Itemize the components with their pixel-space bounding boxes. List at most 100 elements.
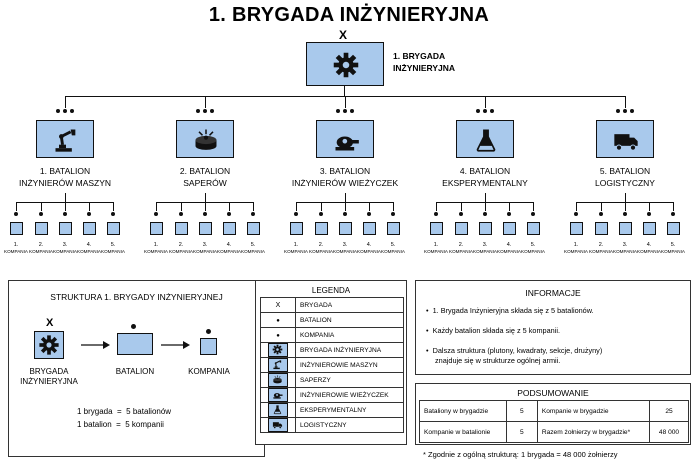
battalion-label-line1: 4. BATALION	[459, 166, 511, 176]
connector	[296, 202, 393, 203]
brigade-label: 1. BRYGADA INŻYNIERYJNA	[393, 50, 455, 74]
connector	[393, 202, 394, 211]
battalion-dot-icon	[56, 109, 74, 113]
connector	[229, 202, 230, 211]
company-label: 1.KOMPANIA	[564, 242, 588, 255]
structure-battalion-box	[117, 333, 153, 355]
info-item: • 1. Brygada Inżynieryjna składa się z 5…	[426, 306, 594, 315]
landmine-icon	[268, 373, 288, 387]
battalion-label-line2: EKSPERYMENTALNY	[442, 178, 528, 188]
connector	[89, 202, 90, 211]
legend-label: INŻYNIEROWIE MASZYN	[295, 357, 404, 373]
gear-icon	[333, 52, 359, 78]
connector	[65, 193, 66, 202]
connector	[509, 202, 510, 211]
company-type: KOMPANIA	[381, 249, 405, 254]
company-number: 1.	[573, 242, 579, 248]
company-dot-icon	[531, 212, 535, 216]
company-label: 1.KOMPANIA	[144, 242, 168, 255]
company-type: KOMPANIA	[497, 249, 521, 254]
brigade-symbol: X	[339, 28, 348, 42]
summary-panel: PODSUMOWANIE Bataliony w brygadzie 5 Kom…	[415, 383, 691, 445]
company-type: KOMPANIA	[169, 249, 193, 254]
page-title: 1. BRYGADA INŻYNIERYJNA	[208, 4, 490, 26]
legend-row: ●KOMPANIA	[260, 327, 404, 343]
company-node	[315, 222, 328, 235]
company-type: KOMPANIA	[424, 249, 448, 254]
company-dot-icon	[251, 212, 255, 216]
legend-label: LOGISTYCZNY	[295, 417, 404, 433]
company-type: KOMPANIA	[521, 249, 545, 254]
company-node	[387, 222, 400, 235]
company-node	[247, 222, 260, 235]
legend-symbol-cell: ●	[260, 312, 296, 328]
summary-value: 5	[505, 421, 538, 443]
battalion-label-line1: 1. BATALION	[39, 166, 91, 176]
company-dot-icon	[154, 212, 158, 216]
arrow-right-icon	[161, 341, 190, 349]
company-label: 3.KOMPANIA	[473, 242, 497, 255]
connector	[436, 202, 533, 203]
company-node	[667, 222, 680, 235]
connector	[576, 202, 577, 211]
legend-row: BRYGADA INŻYNIERYJNA	[260, 342, 404, 358]
legend-symbol-cell: ●	[260, 327, 296, 343]
legend-heading: LEGENDA	[311, 286, 351, 295]
summary-label: Kompanie w brygadzie	[536, 400, 651, 422]
summary-label: Razem żołnierzy w brygadzie*	[536, 421, 651, 443]
connector	[205, 193, 206, 202]
company-dot-icon	[343, 212, 347, 216]
company-dot-icon	[459, 212, 463, 216]
company-label: 1.KOMPANIA	[424, 242, 448, 255]
battalion-dot-icon	[336, 109, 354, 113]
connector	[345, 202, 346, 211]
legend-row: LOGISTYCZNY	[260, 417, 404, 433]
company-dot-icon	[39, 212, 43, 216]
brigade-label-line2: INŻYNIERYJNA	[393, 63, 456, 73]
connector	[625, 202, 626, 211]
battalion-node	[596, 120, 654, 158]
legend-symbol: ●	[276, 317, 280, 324]
legend-symbol: ●	[276, 332, 280, 339]
connector	[485, 193, 486, 202]
connector	[344, 86, 345, 96]
info-panel: INFORMACJE • 1. Brygada Inżynieryjna skł…	[415, 280, 691, 375]
legend-symbol-cell	[260, 357, 296, 373]
legend-label: BATALION	[295, 312, 404, 328]
company-label: 4.KOMPANIA	[217, 242, 241, 255]
company-node	[35, 222, 48, 235]
summary-value: 5	[505, 400, 538, 422]
connector	[649, 202, 650, 211]
company-label: 5.KOMPANIA	[661, 242, 685, 255]
connector	[485, 96, 486, 108]
company-number: 1.	[153, 242, 159, 248]
connector	[253, 202, 254, 211]
battalion-label-line1: 5. BATALION	[599, 166, 651, 176]
connector	[41, 202, 42, 211]
company-type: KOMPANIA	[101, 249, 125, 254]
legend-label: SAPERZY	[295, 372, 404, 388]
company-type: KOMPANIA	[661, 249, 685, 254]
battalion-node	[456, 120, 514, 158]
company-node	[363, 222, 376, 235]
company-dot-icon	[319, 212, 323, 216]
company-label: 4.KOMPANIA	[357, 242, 381, 255]
company-number: 1.	[433, 242, 439, 248]
company-dot-icon	[434, 212, 438, 216]
company-type: KOMPANIA	[564, 249, 588, 254]
company-dot-icon	[483, 212, 487, 216]
company-label: 2.KOMPANIA	[169, 242, 193, 255]
company-number: 4.	[366, 242, 372, 248]
company-type: KOMPANIA	[473, 249, 497, 254]
connector	[673, 202, 674, 211]
company-label: 2.KOMPANIA	[309, 242, 333, 255]
legend-symbol-cell	[260, 342, 296, 358]
company-number: 2.	[178, 242, 184, 248]
info-list: • 1. Brygada Inżynieryjna składa się z 5…	[426, 306, 602, 366]
legend-row: INŻYNIEROWIE WIEŻYCZEK	[260, 387, 404, 403]
company-number: 1.	[293, 242, 299, 248]
structure-battalion-label: BATALION	[115, 367, 155, 376]
company-number: 5.	[250, 242, 256, 248]
